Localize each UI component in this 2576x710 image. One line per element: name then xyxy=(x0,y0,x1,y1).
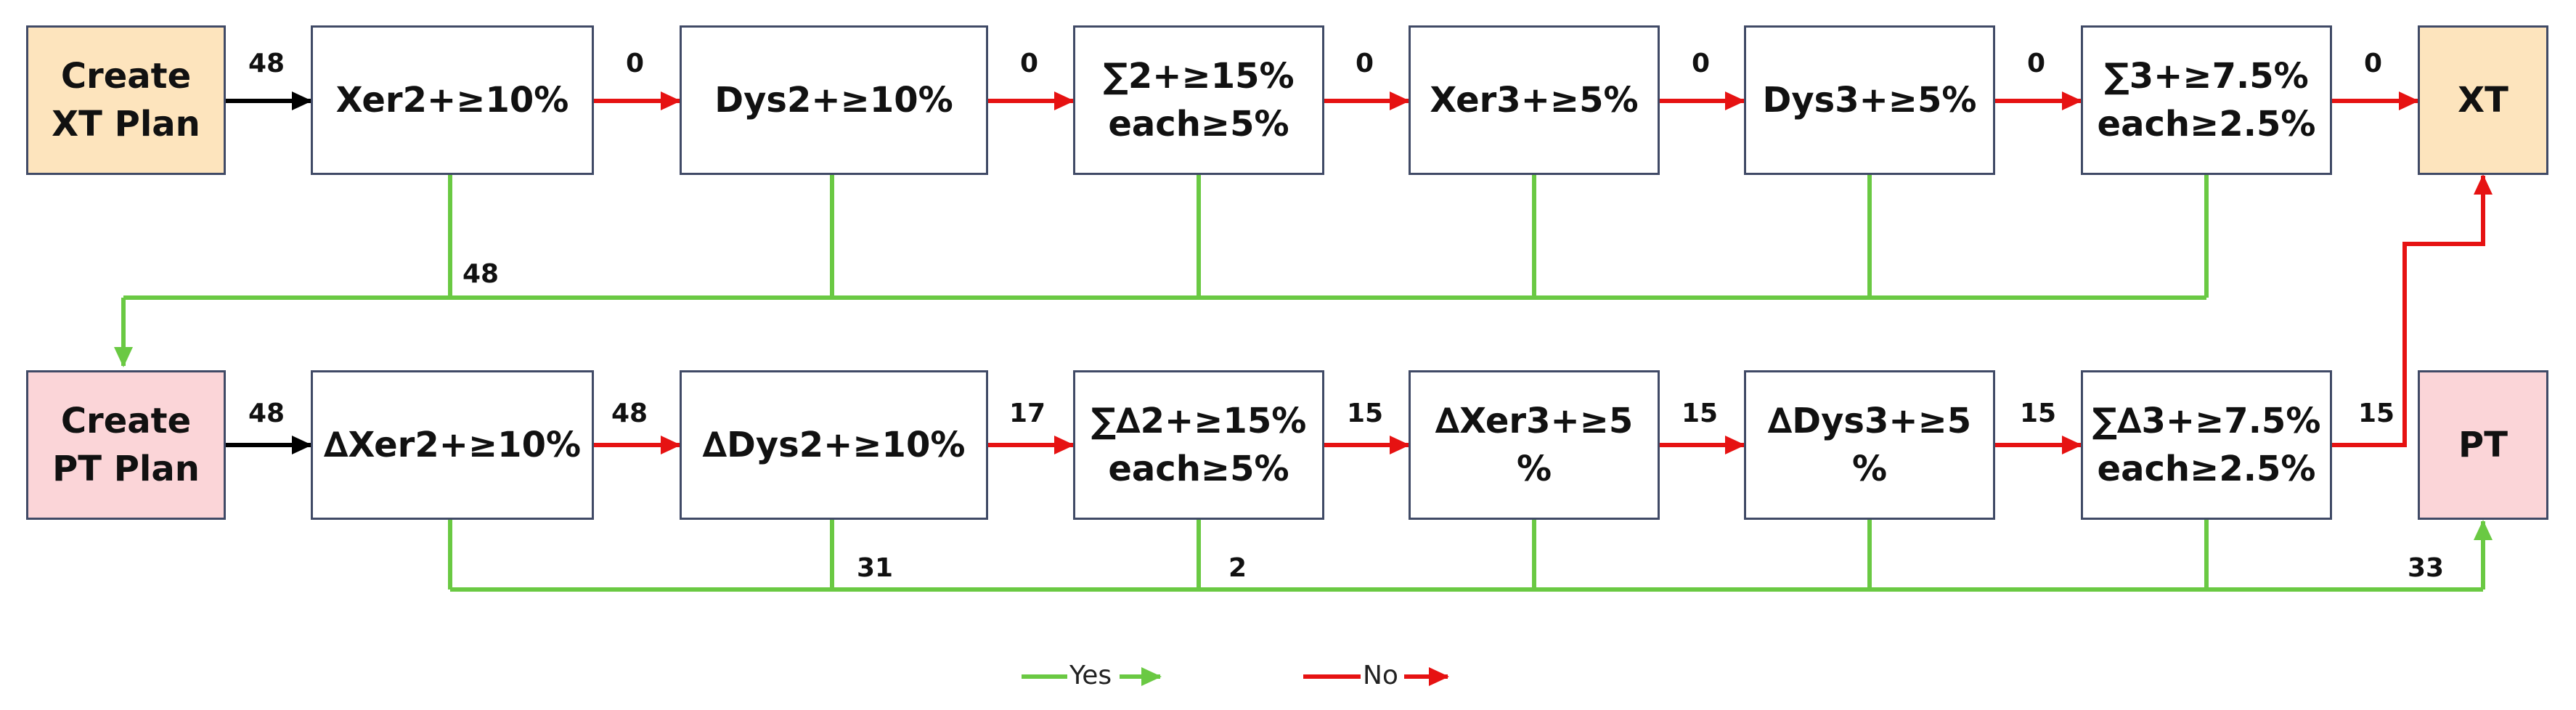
xer2-check-node: Xer2+≥10% xyxy=(311,25,594,175)
count-bottom-6: 15 xyxy=(2020,399,2057,428)
delta-sum3-check-line2: each≥2.5% xyxy=(2097,449,2316,489)
xer3-check-node: Xer3+≥5% xyxy=(1409,25,1660,175)
count-top-1: 48 xyxy=(248,49,285,78)
delta-xer3-check-line1: ∆Xer3+≥5 xyxy=(1435,400,1634,441)
count-top-7: 0 xyxy=(2364,49,2383,78)
count-bottom-yes-3: 33 xyxy=(2408,553,2445,583)
count-top-2: 0 xyxy=(626,49,645,78)
sum3-check-line2: each≥2.5% xyxy=(2097,104,2316,144)
legend-yes-label: Yes xyxy=(1069,661,1112,690)
sum2-check-node: ∑2+≥15% each≥5% xyxy=(1073,25,1324,175)
sum3-check-node: ∑3+≥7.5% each≥2.5% xyxy=(2081,25,2332,175)
count-top-6: 0 xyxy=(2027,49,2046,78)
pt-outcome-node: PT xyxy=(2418,370,2548,520)
count-top-yes: 48 xyxy=(462,259,500,289)
create-pt-plan-node: Create PT Plan xyxy=(26,370,226,520)
create-xt-plan-line1: Create xyxy=(60,55,192,97)
sum2-check-line1: ∑2+≥15% xyxy=(1103,55,1295,97)
create-xt-plan-line2: XT Plan xyxy=(52,104,200,144)
xt-outcome-node: XT xyxy=(2418,25,2548,175)
delta-xer2-check-label: ∆Xer2+≥10% xyxy=(323,424,582,465)
xer3-check-label: Xer3+≥5% xyxy=(1430,79,1639,121)
pt-outcome-label: PT xyxy=(2458,424,2508,465)
delta-sum2-check-line2: each≥5% xyxy=(1108,449,1289,489)
bottom-yes-bus xyxy=(448,518,2483,592)
sum2-check-line2: each≥5% xyxy=(1108,104,1289,144)
dys3-check-node: Dys3+≥5% xyxy=(1744,25,1995,175)
delta-dys3-check-line2: % xyxy=(1851,449,1888,489)
count-bottom-7: 15 xyxy=(2358,399,2395,428)
delta-xer3-check-node: ∆Xer3+≥5 % xyxy=(1409,370,1660,520)
count-bottom-2: 48 xyxy=(611,399,648,428)
create-pt-plan-line1: Create xyxy=(60,400,192,441)
create-pt-plan-line2: PT Plan xyxy=(52,449,200,489)
delta-dys3-check-node: ∆Dys3+≥5 % xyxy=(1744,370,1995,520)
create-xt-plan-node: Create XT Plan xyxy=(26,25,226,175)
delta-sum2-check-node: ∑∆2+≥15% each≥5% xyxy=(1073,370,1324,520)
count-bottom-1: 48 xyxy=(248,399,285,428)
sum3-check-line1: ∑3+≥7.5% xyxy=(2104,55,2309,97)
dys2-check-node: Dys2+≥10% xyxy=(680,25,988,175)
count-bottom-yes-1: 31 xyxy=(857,553,894,583)
arrow-dsum3-to-xt xyxy=(2332,174,2493,447)
delta-xer2-check-node: ∆Xer2+≥10% xyxy=(311,370,594,520)
delta-dys2-check-label: ∆Dys2+≥10% xyxy=(702,424,966,465)
delta-sum3-check-node: ∑∆3+≥7.5% each≥2.5% xyxy=(2081,370,2332,520)
count-top-3: 0 xyxy=(1020,49,1039,78)
legend-no-label: No xyxy=(1363,661,1398,690)
count-bottom-3: 17 xyxy=(1009,399,1046,428)
xer2-check-label: Xer2+≥10% xyxy=(335,79,569,121)
count-bottom-5: 15 xyxy=(1682,399,1719,428)
count-bottom-yes-2: 2 xyxy=(1228,553,1247,583)
count-top-5: 0 xyxy=(1692,49,1711,78)
delta-sum2-check-line1: ∑∆2+≥15% xyxy=(1091,400,1307,441)
dys2-check-label: Dys2+≥10% xyxy=(714,79,953,121)
delta-dys3-check-line1: ∆Dys3+≥5 xyxy=(1767,400,1972,441)
count-bottom-4: 15 xyxy=(1347,399,1384,428)
delta-xer3-check-line2: % xyxy=(1516,449,1552,489)
top-yes-bus xyxy=(123,173,2209,300)
dys3-check-label: Dys3+≥5% xyxy=(1762,79,1977,121)
delta-dys2-check-node: ∆Dys2+≥10% xyxy=(680,370,988,520)
xt-outcome-label: XT xyxy=(2458,79,2508,121)
count-top-4: 0 xyxy=(1356,49,1374,78)
delta-sum3-check-line1: ∑∆3+≥7.5% xyxy=(2092,400,2321,441)
